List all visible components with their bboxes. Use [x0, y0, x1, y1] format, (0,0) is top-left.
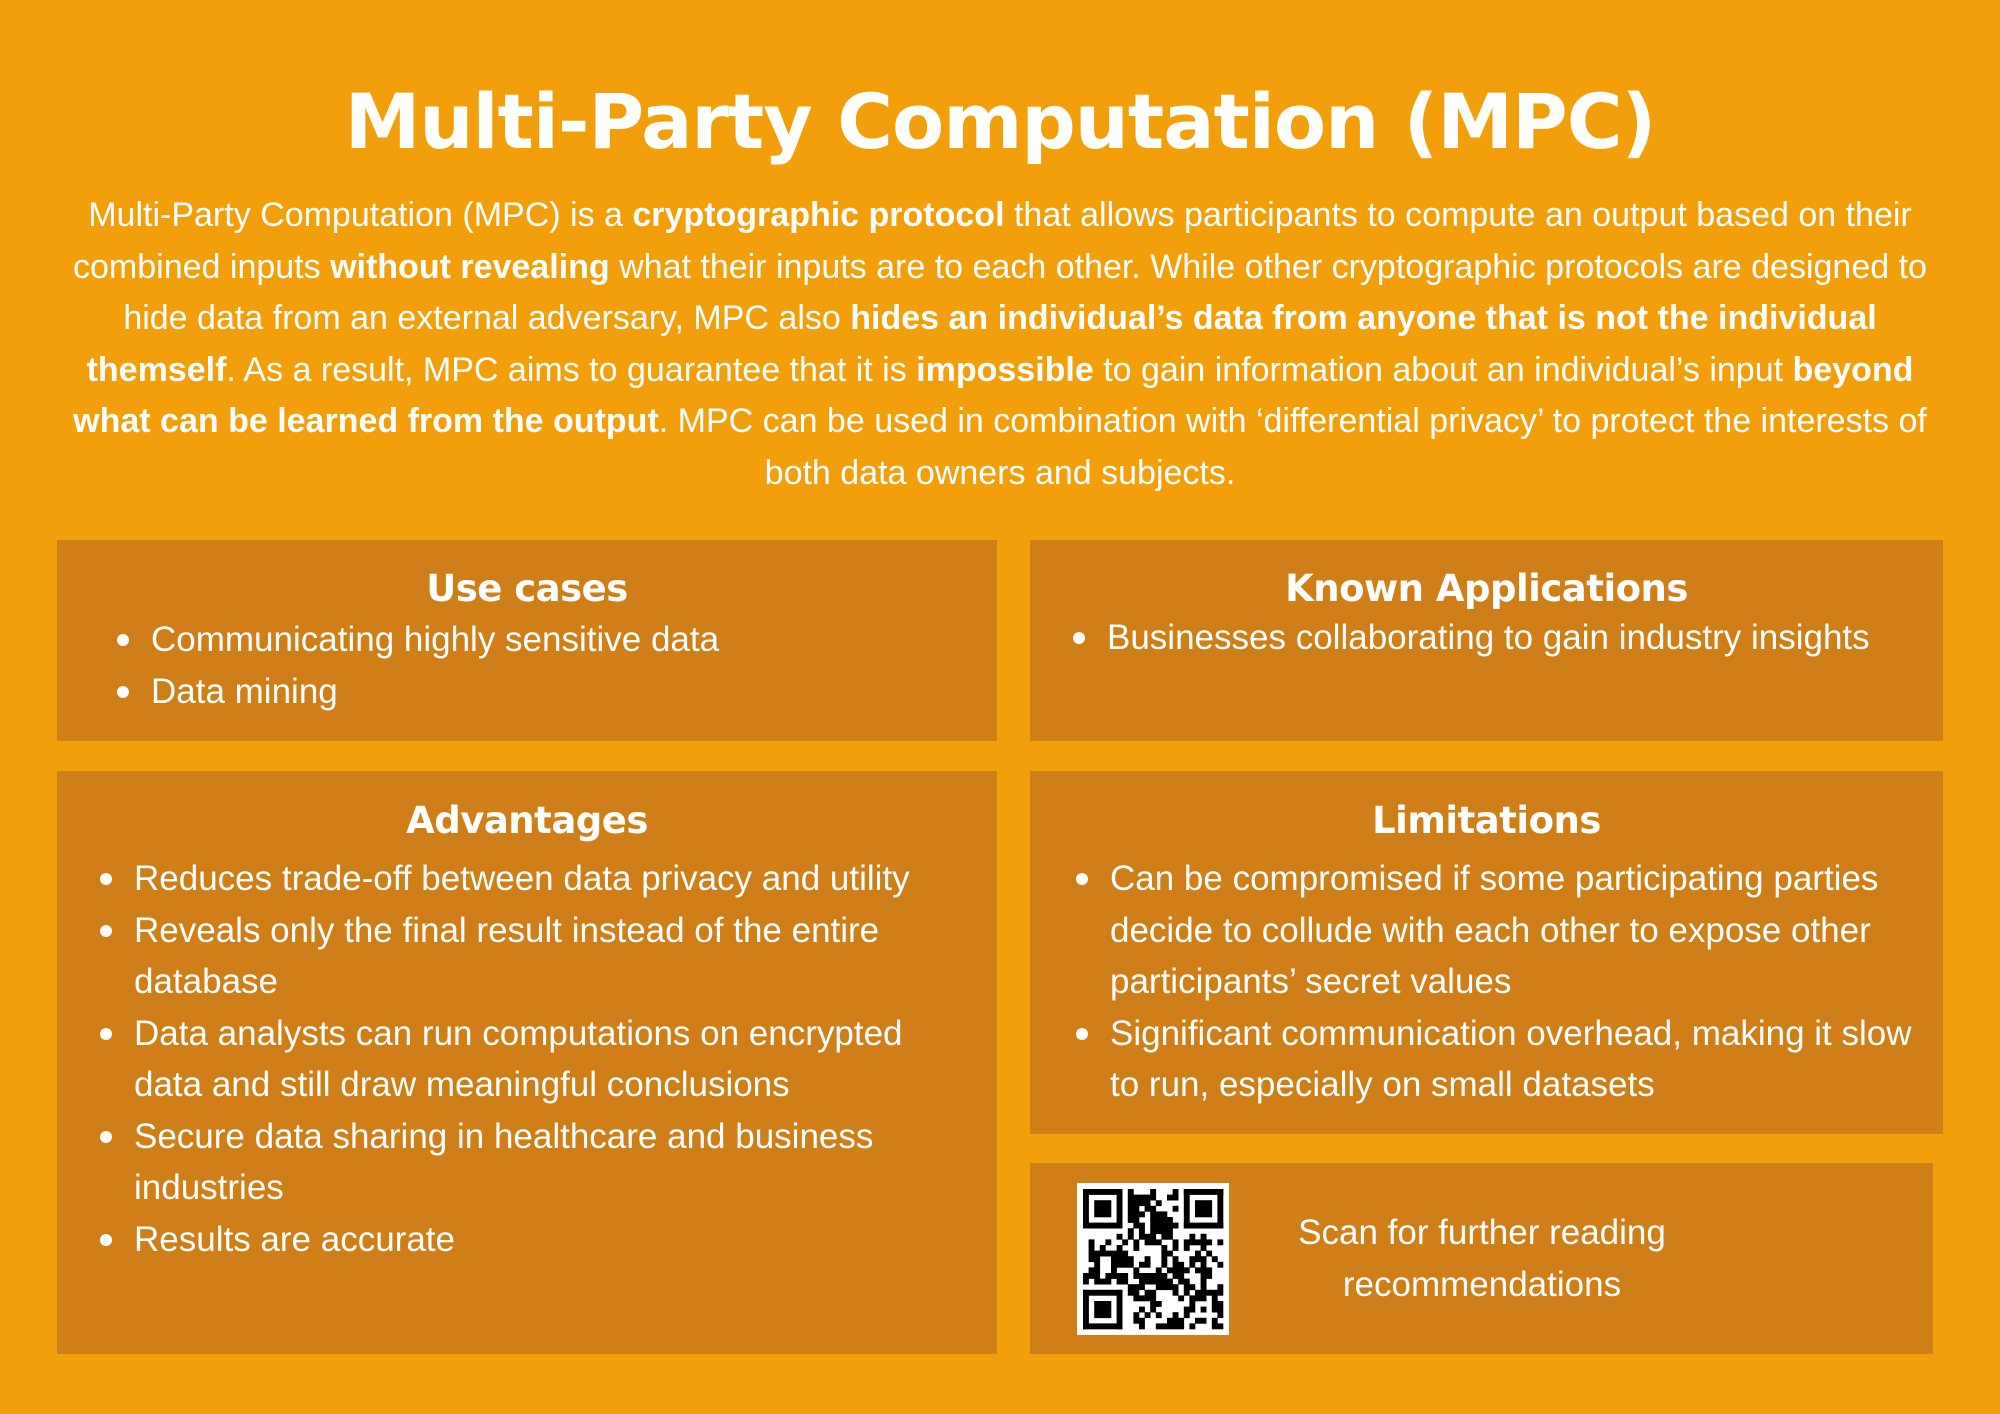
advantages-list: Reduces trade-off between data privacy a… [57, 853, 997, 1265]
known-applications-title: Known Applications [1285, 567, 1688, 610]
intro-text: to gain information about an individual’… [1093, 350, 1793, 389]
list-item: Businesses collaborating to gain industr… [1073, 612, 1903, 664]
list-item: Reveals only the final result instead of… [100, 905, 979, 1008]
intro-text: what their inputs are to each other. Whi… [123, 247, 1927, 338]
use-cases-list: Communicating highly sensitive data Data… [57, 614, 997, 717]
intro-emphasis: hides an individual’s data from anyone t… [86, 299, 1877, 389]
qr-code-icon[interactable] [1077, 1183, 1229, 1335]
list-item: Results are accurate [100, 1214, 979, 1266]
list-item: Communicating highly sensitive data [117, 614, 997, 666]
known-applications-card: Known Applications Businesses collaborat… [1030, 540, 1943, 741]
intro-text: that allows participants to compute an o… [73, 196, 1912, 286]
intro-paragraph: Multi-Party Computation (MPC) is a crypt… [55, 190, 1945, 499]
list-item: Data analysts can run computations on en… [100, 1008, 979, 1111]
advantages-title: Advantages [406, 799, 648, 842]
intro-emphasis: beyond what can be learned from the outp… [73, 350, 1914, 441]
list-item: Data mining [117, 666, 997, 718]
page-title: Multi-Party Computation (MPC) [344, 77, 1657, 166]
intro-emphasis: cryptographic protocol [632, 196, 1005, 234]
intro-emphasis: without revealing [330, 247, 610, 286]
limitations-title: Limitations [1372, 799, 1601, 842]
intro-text: . As a result, MPC aims to guarantee tha… [226, 350, 917, 389]
intro-text: Multi-Party Computation (MPC) is a [88, 196, 633, 234]
advantages-card: Advantages Reduces trade-off between dat… [57, 771, 997, 1354]
list-item: Significant communication overhead, maki… [1076, 1008, 1913, 1111]
scan-text: Scan for further reading recommendations [1298, 1213, 1666, 1304]
limitations-list: Can be compromised if some participating… [1030, 853, 1943, 1111]
qr-code-graphic [1083, 1189, 1224, 1330]
use-cases-title: Use cases [426, 567, 628, 610]
list-item: Reduces trade-off between data privacy a… [100, 853, 979, 905]
intro-text: . MPC can be used in combination with ‘d… [658, 402, 1927, 492]
scan-card: Scan for further reading recommendations [1030, 1163, 1933, 1354]
known-applications-list: Businesses collaborating to gain industr… [1030, 612, 1943, 664]
use-cases-card: Use cases Communicating highly sensitive… [57, 540, 997, 741]
intro-emphasis: impossible [916, 350, 1094, 389]
list-item: Can be compromised if some participating… [1076, 853, 1913, 1008]
limitations-card: Limitations Can be compromised if some p… [1030, 771, 1943, 1134]
list-item: Secure data sharing in healthcare and bu… [100, 1111, 979, 1214]
